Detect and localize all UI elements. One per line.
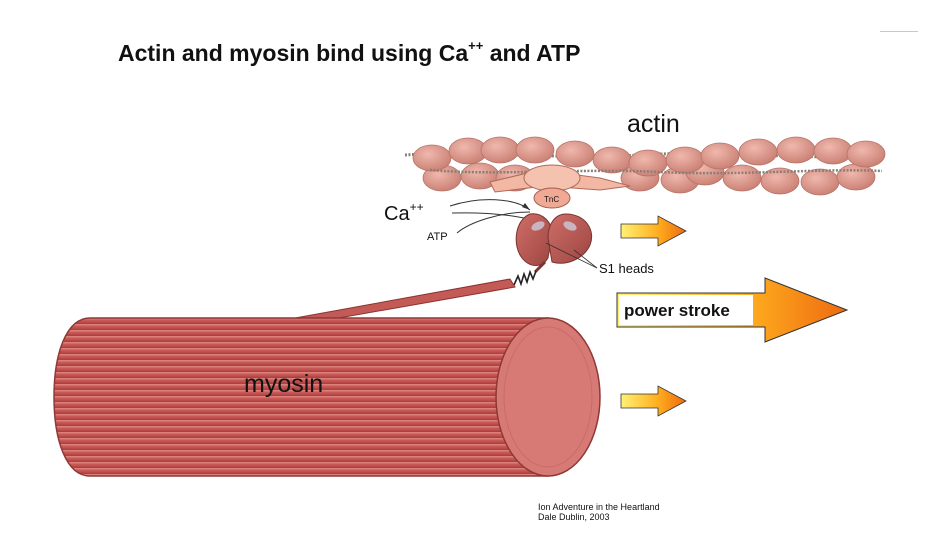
hinge-spring <box>513 269 537 287</box>
myosin-filament <box>53 317 601 477</box>
calcium-superscript: ++ <box>410 200 424 214</box>
credit-line-1: Ion Adventure in the Heartland <box>538 502 660 512</box>
actin-bead-upper-12 <box>846 140 886 168</box>
calcium-arrow <box>449 199 531 211</box>
actin-beads <box>412 136 886 196</box>
s1-head-right <box>547 213 592 264</box>
page-title: Actin and myosin bind using Ca++ and ATP <box>118 38 581 67</box>
credit-line-2: Dale Dublin, 2003 <box>538 512 610 522</box>
s1-heads-label: S1 heads <box>599 261 654 276</box>
actin-bead-upper-7 <box>665 146 705 174</box>
power-stroke-label-box <box>619 295 753 325</box>
s1-leader-2 <box>573 249 598 269</box>
actin-bead-upper-8 <box>700 142 740 170</box>
actin-label: actin <box>627 110 680 138</box>
calcium-text: Ca <box>384 203 410 225</box>
actin-bead-upper-3 <box>515 136 555 164</box>
troponin-i <box>523 164 581 192</box>
troponin-c <box>533 187 571 209</box>
actin-filament <box>404 136 886 196</box>
s1-head-left <box>515 213 553 266</box>
s1-leader-1 <box>545 242 598 269</box>
actin-bead-lower-7 <box>760 167 800 195</box>
troponin-c-label: TnC <box>544 195 559 204</box>
s1-binding-site-right <box>563 221 577 231</box>
title-suffix: and ATP <box>483 40 581 66</box>
small-arrow-top <box>620 215 687 247</box>
decorative-rule <box>880 31 918 32</box>
atp-arrow <box>456 211 531 234</box>
myosin-cylinder-end <box>495 317 601 477</box>
actin-bead-lower-6 <box>722 164 762 192</box>
troponin-complex: TnC <box>489 164 631 209</box>
title-text: Actin and myosin bind using Ca <box>118 40 469 66</box>
actin-bead-upper-2 <box>480 136 520 164</box>
myosin-cylinder-body <box>53 317 549 477</box>
actin-bead-upper-5 <box>592 146 632 174</box>
s1-binding-site-left <box>531 221 545 231</box>
actin-bead-upper-4 <box>555 140 595 168</box>
title-superscript: ++ <box>468 38 484 54</box>
calcium-label: Ca++ <box>384 200 424 225</box>
actin-bead-upper-10 <box>776 136 816 164</box>
small-arrow-bottom <box>620 385 687 417</box>
image-credit: Ion Adventure in the Heartland Dale Dubl… <box>538 502 660 522</box>
actin-bead-upper-0 <box>412 144 452 172</box>
power-stroke-label: power stroke <box>624 301 730 320</box>
calcium-arrowhead <box>522 203 530 210</box>
s1-neck <box>533 260 547 274</box>
actin-bead-lower-9 <box>836 163 876 191</box>
myosin-label: myosin <box>244 370 323 398</box>
actin-bead-lower-8 <box>800 168 840 196</box>
actin-bead-upper-11 <box>813 137 853 165</box>
atp-label: ATP <box>427 231 448 243</box>
actin-bead-upper-9 <box>738 138 778 166</box>
myosin-cylinder-end-shade <box>503 326 593 468</box>
s1-heads <box>515 213 592 274</box>
